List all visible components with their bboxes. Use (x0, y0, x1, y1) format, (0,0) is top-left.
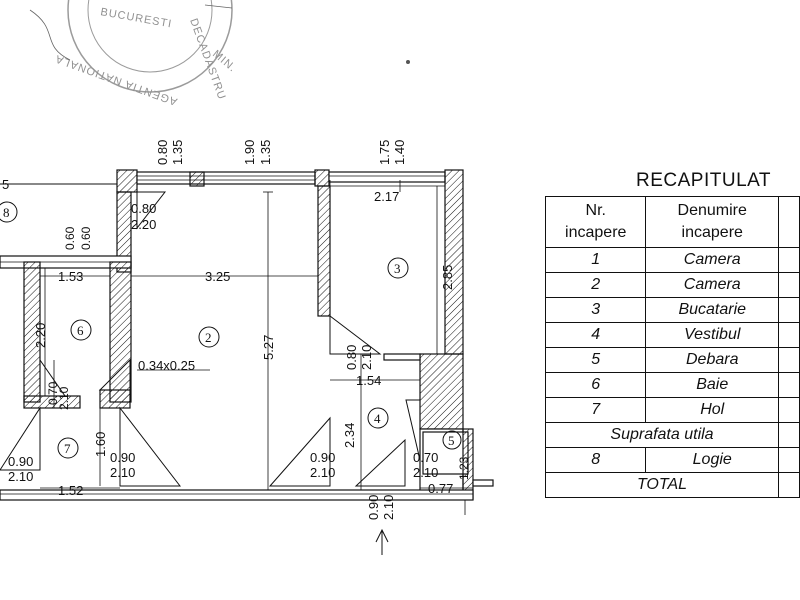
dim-door7a-height: 2.10 (8, 469, 33, 484)
dim-door4-width: 0.90 (310, 450, 335, 465)
dim-room4-depth: 2.34 (342, 423, 357, 448)
dim-win3-width: 1.75 (377, 140, 392, 165)
dim-door2-width: 0.80 (344, 345, 359, 370)
room-marker-7: 7 (57, 437, 79, 459)
dim-room7-width: 1.52 (58, 483, 83, 498)
svg-text:4: 4 (374, 411, 381, 426)
room-numbers: 8 3 6 2 4 5 7 (0, 201, 462, 459)
usable-area-row: Suprafata utila (545, 422, 800, 448)
dim-room3-depth: 2.85 (440, 265, 455, 290)
dim-win3-height: 1.40 (392, 140, 407, 165)
dim-door5-height: 2.10 (413, 465, 438, 480)
room-marker-2: 2 (198, 326, 220, 348)
header-nr: Nr.incapere (544, 196, 647, 248)
dim-entry-height: 2.10 (381, 495, 396, 520)
dim-win1-width: 0.80 (155, 140, 170, 165)
room-marker-6: 6 (70, 319, 92, 341)
speck (406, 60, 410, 64)
dim-room2-depth: 5.27 (261, 335, 276, 360)
dim-small-a: 0.60 (63, 226, 77, 250)
room-marker-3: 3 (387, 257, 409, 279)
dim-left-top: 5 (2, 177, 9, 192)
room-marker-4: 4 (367, 407, 389, 429)
total-row: TOTAL (545, 472, 800, 498)
room-marker-8: 8 (0, 201, 18, 223)
top-window-dims: 0.80 1.35 1.90 1.35 1.75 1.40 (155, 140, 407, 165)
dim-door8-width: 0.80 (131, 201, 156, 216)
svg-text:6: 6 (77, 323, 84, 338)
room-marker-5: 5 (442, 430, 462, 450)
cadastral-stamp: DECADASTRU AGENTIA NATIONALA MIN. BUCURE… (29, 0, 239, 107)
svg-text:8: 8 (3, 205, 10, 220)
dim-door5-width: 0.70 (413, 450, 438, 465)
dim-door2-height: 2.10 (359, 345, 374, 370)
dim-room5-depth: 1.23 (457, 456, 471, 480)
dim-room3-width: 2.17 (374, 189, 399, 204)
svg-text:7: 7 (64, 441, 71, 456)
dim-door4-height: 2.10 (310, 465, 335, 480)
dim-room4-width: 1.54 (356, 373, 381, 388)
dim-door8-height: 2.20 (131, 217, 156, 232)
dim-room7-depth: 1.60 (93, 432, 108, 457)
stamp-text-2: AGENTIA NATIONALA (53, 52, 179, 107)
room-dims: 5 2.17 2.85 0.80 2.20 0.60 0.60 1.53 3.2… (2, 177, 471, 520)
dim-room6-depth: 2.20 (33, 323, 48, 348)
dim-small-b: 0.60 (79, 226, 93, 250)
dim-door6-width: 0.70 (46, 381, 60, 405)
dim-door6-height: 2.10 (57, 386, 71, 410)
dim-win2-width: 1.90 (242, 140, 257, 165)
dim-win2-height: 1.35 (258, 140, 273, 165)
recap-title: RECAPITULAT (636, 170, 772, 191)
dim-door7a-width: 0.90 (8, 454, 33, 469)
dim-entry-width: 0.90 (366, 495, 381, 520)
header-cut (777, 196, 800, 248)
svg-text:5: 5 (448, 433, 455, 448)
stamp-text-4: BUCURESTI (99, 6, 173, 30)
dim-room6-width: 1.53 (58, 269, 83, 284)
dim-room2-width: 3.25 (205, 269, 230, 284)
dim-win1-height: 1.35 (170, 140, 185, 165)
svg-text:3: 3 (394, 261, 401, 276)
svg-text:2: 2 (205, 330, 212, 345)
dimension-lines (0, 180, 473, 555)
dim-door7b-width: 0.90 (110, 450, 135, 465)
dim-room5-width: 0.77 (428, 481, 453, 496)
dim-door7b-height: 2.10 (110, 465, 135, 480)
dim-vent: 0.34x0.25 (138, 358, 195, 373)
walls (0, 169, 494, 515)
door-swings (0, 191, 421, 487)
